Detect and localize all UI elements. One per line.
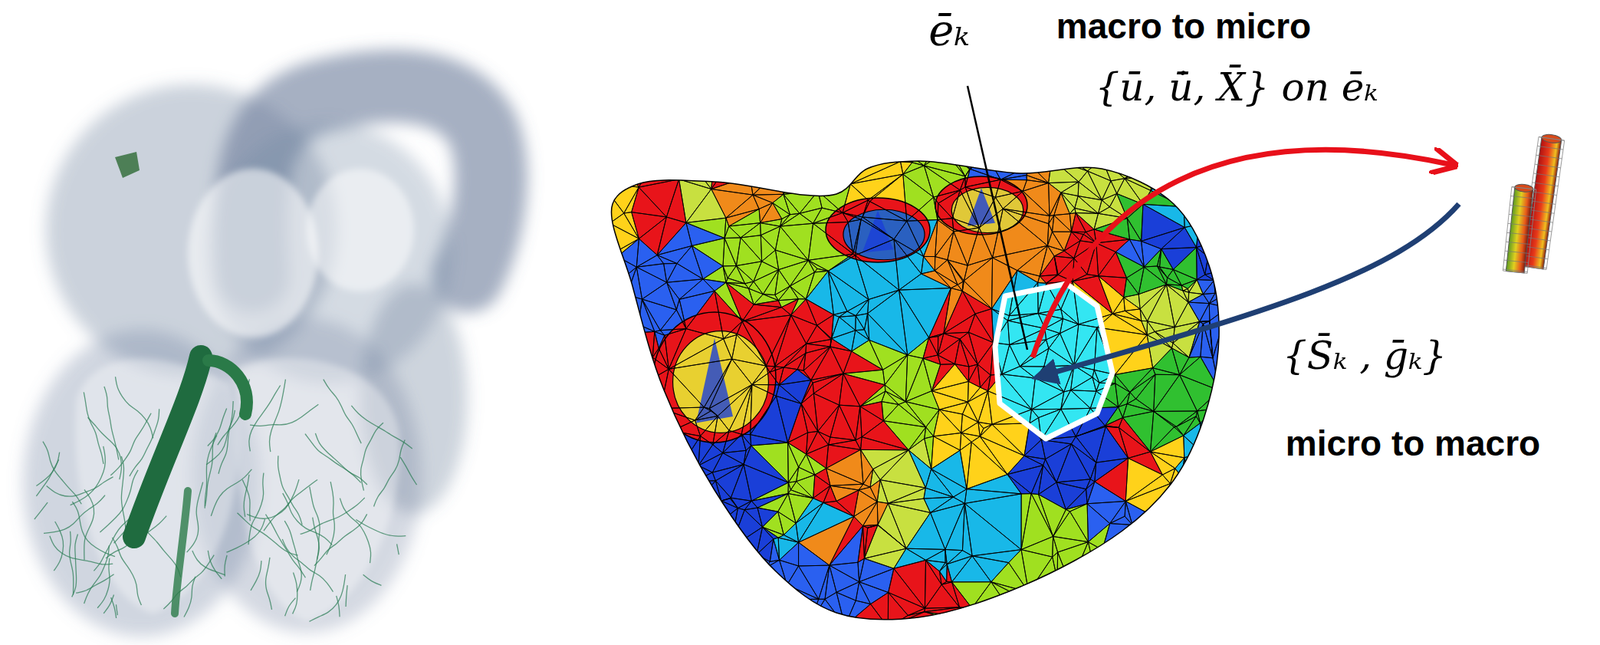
heart-volume-render (22, 84, 491, 637)
direction-label: macro to micro (1056, 6, 1311, 47)
heart-mesh (599, 85, 1235, 632)
transfer-variables: {S̄ₖ , ḡₖ} (1282, 334, 1447, 379)
micro-model (1502, 132, 1565, 273)
transfer-variables: {ū, u̇̄, X̄} on ēₖ (1094, 65, 1378, 111)
direction-label: micro to macro (1285, 423, 1541, 464)
region-label: ēₖ (928, 6, 970, 56)
